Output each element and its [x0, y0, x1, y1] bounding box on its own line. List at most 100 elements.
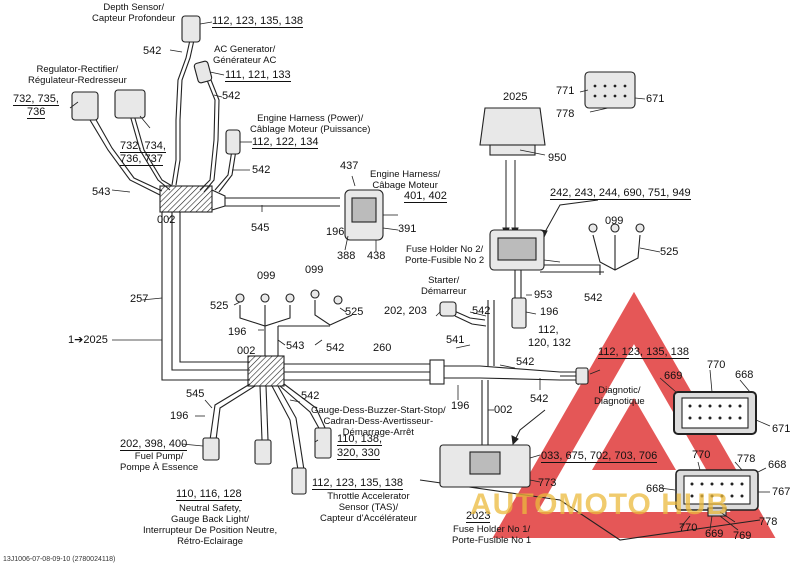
- callout: 438: [367, 250, 386, 262]
- wire-trunk-257: [161, 212, 250, 381]
- callout: 1➔2025: [68, 334, 108, 346]
- label-ac-generator: AC Generator/ Générateur AC: [213, 44, 277, 66]
- callout: 770: [692, 449, 711, 461]
- callout: 770: [679, 522, 698, 534]
- callout: 769: [733, 530, 752, 542]
- callout: 111, 121, 133: [225, 69, 291, 82]
- tas-connector: [291, 467, 307, 495]
- label-fuse-holder-1: Fuse Holder No 1/ Porte-Fusible No 1: [452, 524, 532, 546]
- callout: 437: [340, 160, 359, 172]
- callout: 953: [534, 289, 553, 301]
- callout: 002: [237, 345, 256, 357]
- callout: 770: [707, 359, 726, 371]
- watermark-text: AUTOMOTO HUB: [470, 488, 730, 521]
- callout: 110, 116, 128: [176, 488, 242, 501]
- callout: 542: [472, 305, 491, 317]
- diagnostic-connector: [575, 367, 589, 385]
- callout: 668: [768, 459, 787, 471]
- callout: 543: [286, 340, 305, 352]
- callout: 391: [398, 223, 417, 235]
- callout: 120, 132: [528, 337, 571, 349]
- callout: 671: [646, 93, 665, 105]
- callout: 671: [772, 423, 791, 435]
- callout: 669: [705, 528, 724, 540]
- label-fuel-pump: Fuel Pump/ Pompe À Essence: [120, 451, 199, 473]
- callout: 778: [556, 108, 575, 120]
- label-starter: Starter/ Démarreur: [421, 275, 467, 297]
- callout: 033, 675, 702, 703, 706: [541, 450, 658, 463]
- starter-connector: [439, 301, 457, 317]
- callout: 401, 402: [404, 190, 447, 203]
- regulator-connector-2: [114, 89, 146, 119]
- wire-regulator: [89, 119, 161, 196]
- callout: 002: [157, 214, 176, 226]
- callout: 242, 243, 244, 690, 751, 949: [550, 187, 691, 200]
- callout: 778: [737, 453, 756, 465]
- callout: 542: [584, 292, 603, 304]
- callout: 112, 123, 135, 138: [312, 477, 403, 490]
- wire-engine-power: [214, 149, 233, 191]
- callout: 541: [446, 334, 465, 346]
- callout: 950: [548, 152, 567, 164]
- callout: 099: [257, 270, 276, 282]
- callout: 542: [143, 45, 162, 57]
- callout: 736: [27, 106, 46, 119]
- callout: 196: [170, 410, 189, 422]
- label-neutral-safety: Neutral Safety, Gauge Back Light/ Interr…: [143, 503, 278, 547]
- callout: 202, 398, 400: [120, 438, 188, 451]
- engine-power-connector: [225, 129, 241, 155]
- callout: 542: [530, 393, 549, 405]
- callout: 771: [556, 85, 575, 97]
- callout: 112,: [538, 324, 559, 336]
- callout: 002: [494, 404, 513, 416]
- callout: 542: [252, 164, 271, 176]
- callout: 543: [92, 186, 111, 198]
- connector-771: [584, 71, 636, 109]
- callout: 525: [210, 300, 229, 312]
- regulator-connector-1: [71, 91, 99, 121]
- wire-ac-generator: [199, 74, 216, 191]
- callout: 778: [759, 516, 778, 528]
- footer-code: 13J1006-07-08-09-10 (2780024118): [3, 556, 116, 563]
- junction-002-top: [159, 185, 213, 213]
- callout: 732, 735,: [13, 93, 59, 106]
- callout: 545: [186, 388, 205, 400]
- junction-002-mid: [247, 355, 285, 387]
- callout: 542: [222, 90, 241, 102]
- callout: 668: [735, 369, 754, 381]
- callout: 732, 734,: [120, 140, 166, 153]
- callout: 257: [130, 293, 149, 305]
- callout: 668: [646, 483, 665, 495]
- wire-neutral: [259, 385, 263, 441]
- label-regulator: Regulator-Rectifier/ Régulateur-Redresse…: [28, 64, 127, 86]
- callout: 112, 122, 134: [252, 136, 319, 149]
- gauge-connector: [314, 427, 332, 459]
- callout: 767: [772, 486, 791, 498]
- label-fuse-holder-2: Fuse Holder No 2/ Porte-Fusible No 2: [405, 244, 485, 266]
- callout: 196: [326, 226, 345, 238]
- label-engine-harness: Engine Harness/ Câbage Moteur: [370, 169, 441, 191]
- callout: 099: [605, 215, 624, 227]
- callout: 542: [516, 356, 535, 368]
- callout: 773: [538, 477, 557, 489]
- callout: 196: [451, 400, 470, 412]
- callout: 388: [337, 250, 356, 262]
- label-diagnostic: Diagnotic/ Diagnotique: [594, 385, 645, 407]
- wire-throttle: [271, 385, 299, 471]
- callout: 196: [228, 326, 247, 338]
- callout: 525: [660, 246, 679, 258]
- neutral-connector: [254, 439, 272, 465]
- callout: 525: [345, 306, 364, 318]
- callout: 196: [540, 306, 559, 318]
- fuse-box-2025: [479, 107, 546, 146]
- callout: 320, 330: [337, 447, 380, 460]
- callout: 542: [301, 390, 320, 402]
- label-engine-harness-power: Engine Harness (Power)/ Câblage Moteur (…: [250, 113, 371, 135]
- callout: 112, 123, 135, 138: [212, 15, 303, 28]
- callout: 099: [305, 264, 324, 276]
- callout: 112, 123, 135, 138: [598, 346, 689, 359]
- callout: 110, 138,: [337, 433, 383, 446]
- wire-gauge: [279, 385, 321, 431]
